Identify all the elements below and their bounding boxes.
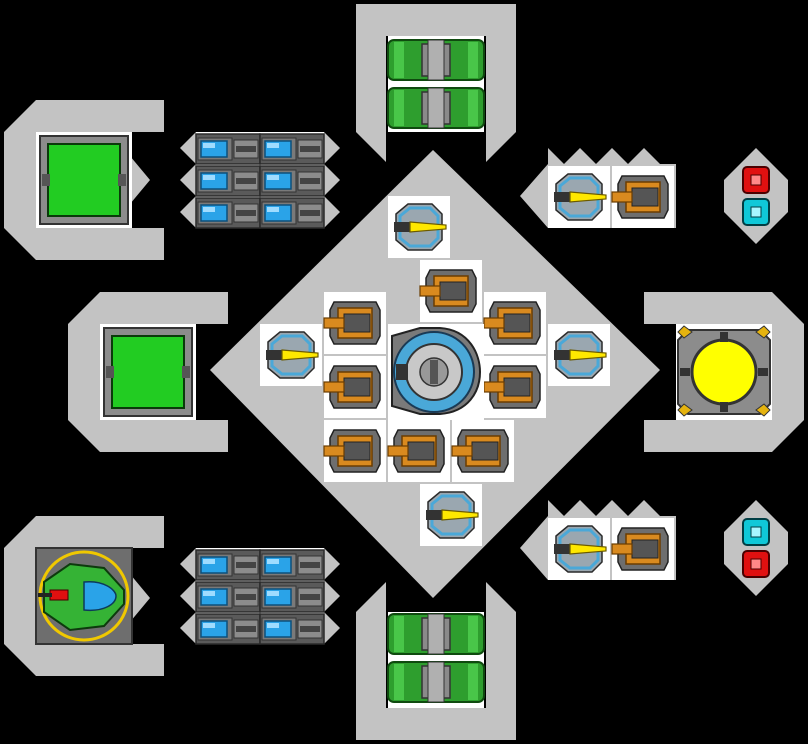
ammo-rack-bottom[interactable] bbox=[195, 548, 325, 645]
yellow-laser-turret-icon bbox=[418, 482, 484, 548]
yellow-laser-turret-icon bbox=[386, 194, 452, 260]
green-fuel-tank-icon bbox=[387, 661, 485, 703]
yellow-laser-turret-icon bbox=[546, 322, 612, 388]
fuel-tank-module-top[interactable] bbox=[387, 36, 485, 132]
yellow-laser-turret-icon bbox=[546, 516, 612, 582]
cyan-signal-marker-icon[interactable] bbox=[742, 198, 770, 226]
power-generator[interactable] bbox=[676, 324, 772, 420]
yellow-laser-turret-icon bbox=[546, 164, 612, 230]
orange-cannon-turret-icon bbox=[611, 517, 675, 581]
reactor-core[interactable] bbox=[388, 324, 484, 420]
cyan-signal-marker-icon[interactable] bbox=[742, 518, 770, 546]
marker-frame-bottom bbox=[724, 500, 788, 596]
orange-cannon-turret-icon bbox=[387, 419, 451, 483]
fuel-tank-module-bottom[interactable] bbox=[387, 612, 485, 708]
green-fuel-tank-icon bbox=[387, 87, 485, 129]
green-fuel-tank-icon bbox=[387, 613, 485, 655]
green-fuel-tank-icon bbox=[387, 39, 485, 81]
orange-cannon-turret-icon bbox=[483, 355, 547, 419]
orange-cannon-turret-icon bbox=[323, 291, 387, 355]
orange-cannon-turret-icon bbox=[419, 259, 483, 323]
orange-cannon-turret-icon bbox=[323, 419, 387, 483]
orange-cannon-turret-icon bbox=[611, 165, 675, 229]
orange-cannon-turret-icon bbox=[483, 291, 547, 355]
orange-cannon-turret-icon bbox=[323, 355, 387, 419]
orange-cannon-turret-icon bbox=[451, 419, 515, 483]
red-signal-marker-icon[interactable] bbox=[742, 166, 770, 194]
yellow-laser-turret-icon bbox=[258, 322, 324, 388]
red-signal-marker-icon[interactable] bbox=[742, 550, 770, 578]
green-cargo-block-icon[interactable] bbox=[35, 131, 133, 229]
docked-ship[interactable] bbox=[35, 547, 133, 645]
ammo-rack-top[interactable] bbox=[195, 132, 325, 229]
marker-frame-top bbox=[724, 148, 788, 244]
green-cargo-block-icon[interactable] bbox=[99, 323, 197, 421]
